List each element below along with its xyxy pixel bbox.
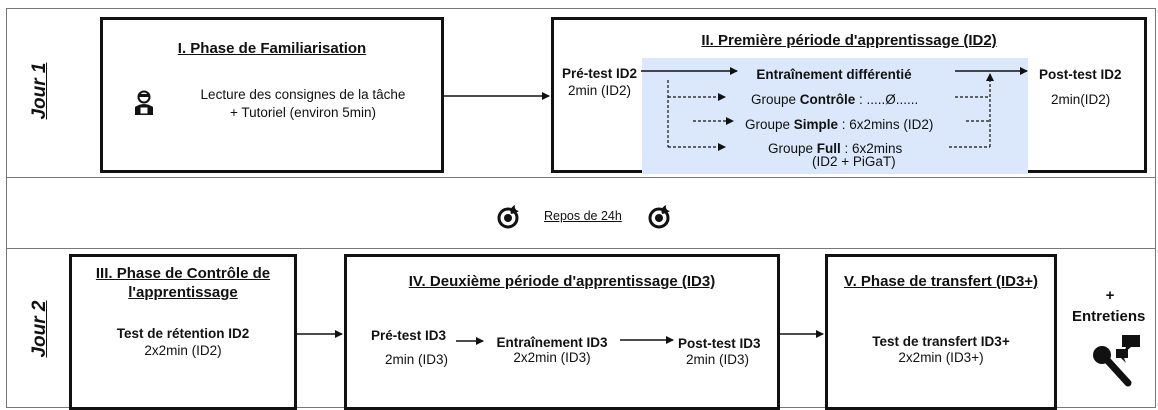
phase5-test-sub: 2x2min (ID3+) — [898, 350, 984, 365]
group-full-name: Full — [816, 141, 841, 156]
phase4-box: IV. Deuxième période d'apprentissage (ID… — [344, 254, 780, 410]
phase5-title: V. Phase de transfert (ID3+) — [843, 273, 1039, 290]
phase4-training-sub: 2x2min (ID3) — [513, 350, 591, 365]
group-control: Groupe Contrôle : .....Ø...... — [751, 92, 918, 107]
interviews-label: Entretiens — [1072, 308, 1146, 325]
phase3-title-line2: l'apprentissage — [128, 284, 238, 301]
phase5-box: V. Phase de transfert (ID3+) Test de tra… — [825, 254, 1057, 410]
rest-label: Repos de 24h — [544, 209, 622, 223]
phase2-posttest-label: Post-test ID2 — [1039, 67, 1122, 82]
sleep-clock-icon — [497, 202, 525, 235]
phase2-pretest-sub: 2min (ID2) — [568, 83, 632, 98]
training-highlight — [642, 58, 1028, 174]
microphone-chat-icon — [1088, 333, 1142, 392]
phase4-training-label: Entraînement ID3 — [496, 335, 608, 350]
group-simple-suffix: : 6x2mins (ID2) — [838, 117, 934, 132]
group-simple-prefix: Groupe — [745, 117, 794, 132]
phase2-posttest-sub: 2min(ID2) — [1051, 92, 1111, 107]
phase2-pretest-label: Pré-test ID2 — [562, 66, 638, 81]
phase2-box: II. Première période d'apprentissage (ID… — [551, 17, 1147, 174]
group-full: Groupe Full : 6x2mins — [768, 141, 902, 156]
phase4-pretest-sub: 2min (ID3) — [385, 352, 449, 367]
phase2-title: II. Première période d'apprentissage (ID… — [701, 32, 997, 49]
phase1-line1: Lecture des consignes de la tâche — [200, 87, 406, 102]
group-full-suffix: : 6x2mins — [840, 141, 903, 156]
phase3-title-line1: III. Phase de Contrôle de — [95, 265, 271, 282]
group-control-prefix: Groupe — [751, 92, 800, 107]
phase5-test-label: Test de transfert ID3+ — [872, 334, 1010, 349]
phase3-test-label: Test de rétention ID2 — [116, 326, 250, 341]
person-reading-icon — [133, 90, 155, 121]
group-full-prefix: Groupe — [768, 141, 817, 156]
phase4-posttest-label: Post-test ID3 — [678, 336, 761, 351]
group-simple: Groupe Simple : 6x2mins (ID2) — [745, 117, 933, 132]
group-control-name: Contrôle — [799, 92, 856, 107]
phase3-test-sub: 2x2min (ID2) — [144, 343, 222, 358]
group-control-suffix: : .....Ø...... — [855, 92, 919, 107]
phase2-training-title: Entraînement différentié — [756, 67, 912, 82]
phase1-line2: + Tutoriel (environ 5min) — [230, 105, 376, 120]
phase4-title: IV. Deuxième période d'apprentissage (ID… — [408, 273, 716, 290]
phase1-title: I. Phase de Familiarisation — [177, 40, 367, 57]
sleep-clock-icon — [648, 202, 676, 235]
phase4-pretest-label: Pré-test ID3 — [371, 328, 447, 343]
phase1-box: I. Phase de Familiarisation Lecture des … — [100, 17, 444, 173]
plus-sign: + — [1105, 287, 1115, 304]
group-full-extra: (ID2 + PiGaT) — [812, 154, 896, 169]
phase3-box: III. Phase de Contrôle de l'apprentissag… — [69, 254, 297, 410]
phase4-posttest-sub: 2min (ID3) — [686, 352, 750, 367]
group-simple-name: Simple — [793, 117, 839, 132]
